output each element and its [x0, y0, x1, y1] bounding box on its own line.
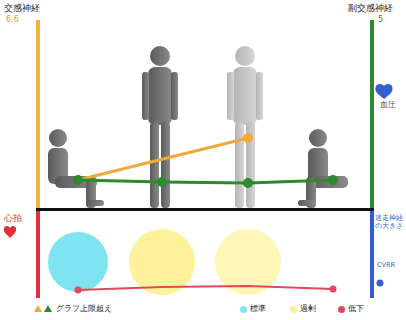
vagal-axis	[370, 210, 374, 298]
sympathetic-axis	[36, 20, 40, 210]
metric-label: 血圧	[380, 100, 396, 109]
axis-value: 6.6	[6, 15, 19, 24]
axis-title: 交感神経	[4, 3, 40, 13]
legend-swatch	[290, 306, 297, 313]
legend-item: 標準	[240, 304, 266, 314]
low-dot	[75, 287, 82, 294]
parasympathetic-line	[78, 180, 333, 183]
legend-swatch	[240, 306, 247, 313]
legend-item: 低下	[338, 304, 364, 314]
legend-text: グラフ上限超え	[56, 304, 112, 314]
legend-swatch	[338, 306, 345, 313]
heart-rate-axis	[36, 210, 40, 298]
legend-text: 過剰	[300, 304, 316, 314]
heart-icon	[4, 226, 16, 238]
standard-circle	[48, 232, 108, 292]
seated-figure	[298, 129, 348, 208]
legend-triangle	[44, 305, 52, 312]
parasympathetic-axis	[370, 20, 374, 210]
legend-text: 標準	[250, 304, 266, 314]
low-dot	[330, 286, 337, 293]
standing-figure	[142, 46, 178, 208]
axis-title: 迷走神経の大きさ	[375, 214, 403, 230]
seated-figure	[48, 129, 104, 208]
heart-icon	[375, 84, 392, 99]
metric-label: CVRR	[377, 262, 395, 269]
excess-circle	[129, 229, 195, 295]
axis-value: 5	[378, 15, 383, 24]
legend-triangle	[34, 305, 42, 312]
sympathetic-line	[78, 138, 248, 180]
legend-item: グラフ上限超え	[56, 304, 112, 314]
legend-item: 過剰	[290, 304, 316, 314]
legend-text: 低下	[348, 304, 364, 314]
vagal-dot	[377, 280, 384, 287]
sympathetic-dot	[243, 133, 253, 143]
axis-title: 副交感神経	[348, 3, 393, 13]
baseline	[36, 208, 374, 211]
parasympathetic-dots	[73, 175, 338, 188]
axis-title: 心拍	[4, 213, 22, 223]
low-line	[78, 286, 333, 290]
